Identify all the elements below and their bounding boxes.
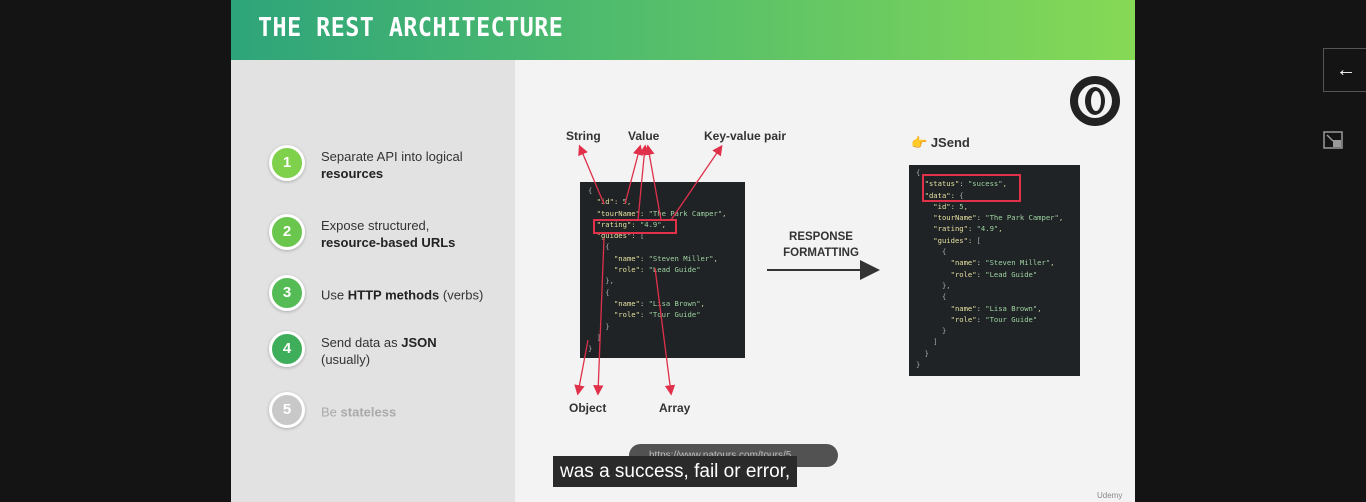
- step-text: Expose structured,resource-based URLs: [321, 218, 456, 250]
- pip-button[interactable]: [1318, 130, 1348, 160]
- label-array: Array: [659, 401, 691, 415]
- json-logo-icon: [1070, 76, 1120, 126]
- pointing-hand-icon: 👉: [911, 135, 928, 150]
- slide-title: The REST Architecture: [258, 13, 564, 43]
- step-number: 1: [269, 145, 305, 181]
- watermark: Udemy: [1097, 491, 1123, 500]
- rating-highlight: [593, 219, 677, 234]
- slide-banner: The REST Architecture: [231, 0, 1135, 60]
- step-number: 5: [269, 392, 305, 428]
- jsend-label: 👉 JSend: [911, 135, 970, 150]
- status-highlight: [922, 174, 1021, 202]
- step-5: 5 Be stateless: [269, 392, 515, 432]
- step-number: 3: [269, 275, 305, 311]
- step-number: 4: [269, 331, 305, 367]
- label-string: String: [566, 129, 601, 143]
- picture-in-picture-icon: [1323, 131, 1343, 149]
- step-text: Use HTTP methods (verbs): [321, 287, 484, 303]
- back-button[interactable]: ←: [1323, 48, 1366, 92]
- step-text: Be stateless: [321, 404, 397, 420]
- step-2: 2 Expose structured,resource-based URLs: [269, 214, 515, 254]
- subtitle-caption: was a success, fail or error,: [553, 456, 798, 487]
- annotation-arrows: [574, 144, 880, 396]
- label-object: Object: [569, 401, 607, 415]
- label-value: Value: [628, 129, 660, 143]
- arrow-left-icon: ←: [1336, 59, 1356, 81]
- step-4: 4 Send data as JSON(usually): [269, 331, 515, 371]
- lecture-slide: The REST Architecture 1 Separate API int…: [231, 0, 1135, 502]
- step-3: 3 Use HTTP methods (verbs): [269, 275, 515, 315]
- label-key-value-pair: Key-value pair: [704, 129, 787, 143]
- step-text: Send data as JSON(usually): [321, 335, 437, 367]
- step-number: 2: [269, 214, 305, 250]
